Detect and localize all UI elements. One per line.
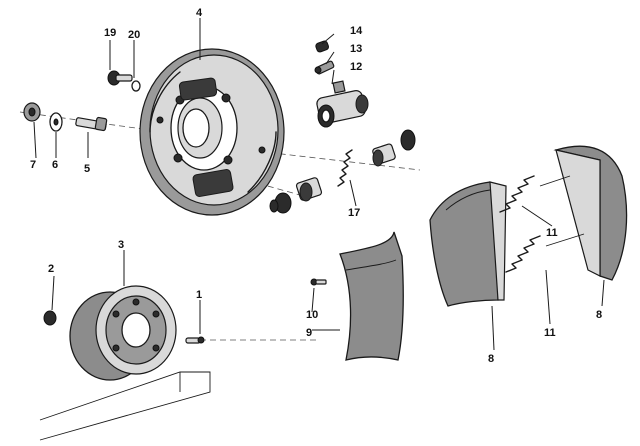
brake-shoe-front (429, 181, 507, 307)
wheel-stud (185, 336, 205, 344)
callout-19: 19 (104, 27, 116, 39)
callout-1: 1 (196, 289, 202, 301)
callout-20: 20 (128, 29, 140, 41)
return-spring-upper (499, 175, 571, 213)
backing-plate (139, 48, 285, 216)
callout-9: 9 (306, 327, 312, 339)
callout-12: 12 (350, 61, 362, 73)
callout-11-upper: 11 (546, 227, 558, 239)
callout-10: 10 (306, 309, 318, 321)
mounting-bolt (107, 70, 133, 86)
brake-lining (339, 231, 404, 361)
return-spring-lower (505, 233, 585, 273)
wheel-nut (43, 310, 57, 326)
callout-8-front: 8 (488, 353, 494, 365)
callout-14: 14 (350, 25, 363, 37)
callout-3: 3 (118, 239, 124, 251)
spring-washer (131, 80, 141, 92)
adjuster-bolt (75, 116, 108, 132)
callout-6: 6 (52, 159, 58, 171)
bleeder-cap (315, 40, 330, 53)
lining-rivet (310, 278, 327, 286)
callout-17: 17 (348, 207, 360, 219)
axle-shaft (39, 371, 211, 441)
brake-drum (69, 285, 177, 381)
nut (23, 102, 41, 122)
callout-5: 5 (84, 163, 90, 175)
callout-11-lower: 11 (544, 327, 556, 339)
wheel-cylinder (316, 80, 369, 128)
callout-4: 4 (196, 7, 203, 19)
leader-lines (33, 18, 605, 351)
cylinder-internals (269, 129, 416, 214)
callout-2: 2 (48, 263, 54, 275)
callout-labels: 4 19 20 14 13 12 7 6 5 17 3 2 1 10 9 8 8… (30, 7, 602, 365)
bleeder-screw (314, 60, 335, 75)
callout-13: 13 (350, 43, 362, 55)
washer (49, 112, 63, 132)
brake-shoe-rear (553, 145, 628, 281)
callout-7: 7 (30, 159, 36, 171)
callout-8-rear: 8 (596, 309, 602, 321)
